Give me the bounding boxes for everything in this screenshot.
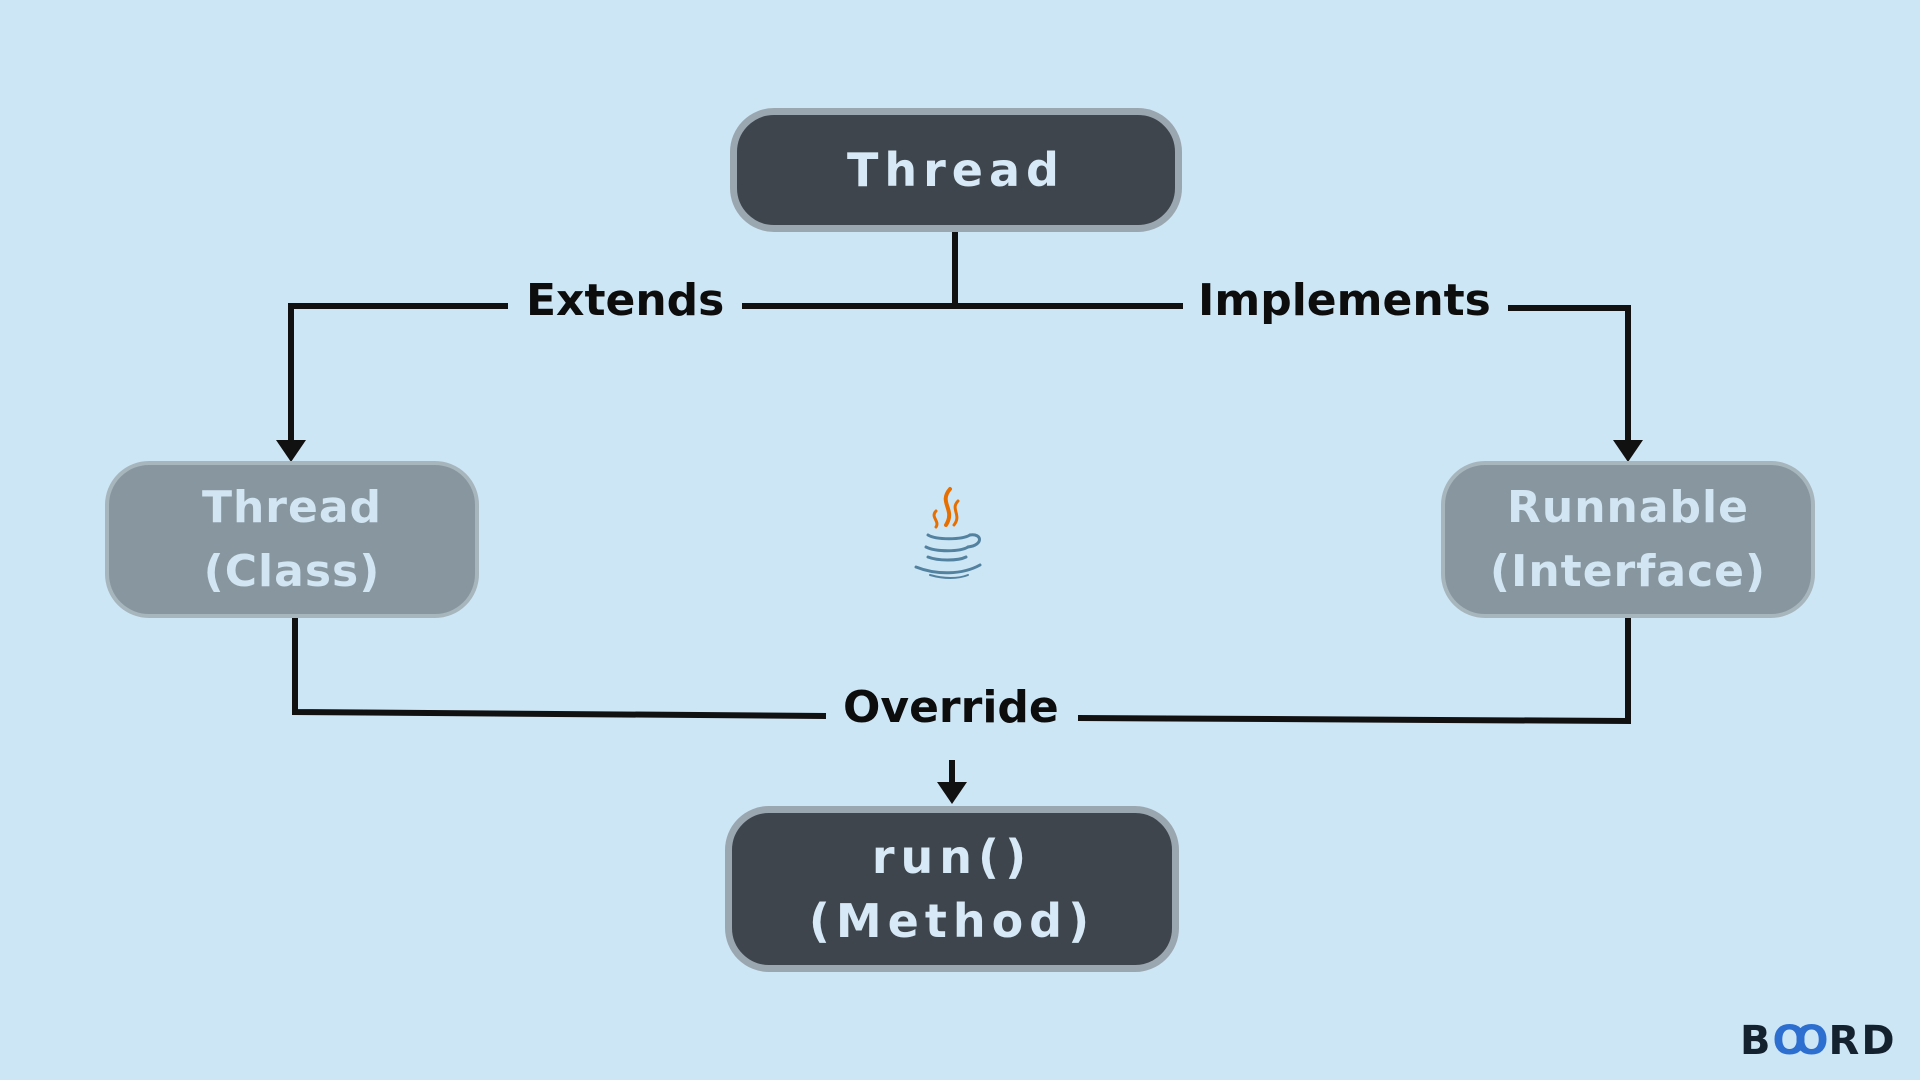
implements-arrowhead <box>1613 440 1643 462</box>
node-run-line1: run() <box>871 830 1033 884</box>
extends-arrowhead <box>276 440 306 462</box>
java-coffee-cup-icon <box>914 487 982 579</box>
brand-logo-left: B <box>1740 1018 1773 1064</box>
override-line-left <box>292 618 827 719</box>
edge-label-override: Override <box>843 682 1059 733</box>
node-thread-class-line2: (Class) <box>203 545 381 597</box>
override-line-right <box>1077 618 1631 725</box>
edge-label-extends: Extends <box>526 275 725 326</box>
implements-line-right <box>1508 305 1631 446</box>
node-run-line2: (Method) <box>808 894 1096 948</box>
override-arrowhead <box>937 782 967 804</box>
node-runnable-line1: Runnable <box>1507 481 1749 533</box>
node-runnable-line2: (Interface) <box>1489 545 1767 597</box>
node-thread-label: Thread <box>847 143 1065 197</box>
node-thread: Thread <box>730 108 1182 232</box>
node-runnable-interface: Runnable (Interface) <box>1441 461 1815 618</box>
board-infinity-logo: B OO RD <box>1740 1018 1897 1064</box>
brand-logo-right: RD <box>1828 1018 1897 1064</box>
brand-logo-infinity: OO <box>1772 1018 1829 1064</box>
node-run-method: run() (Method) <box>725 806 1179 972</box>
node-thread-class-line1: Thread <box>201 481 383 533</box>
extends-line-left <box>288 303 508 446</box>
edge-label-implements: Implements <box>1198 275 1491 326</box>
node-thread-class: Thread (Class) <box>105 461 479 618</box>
